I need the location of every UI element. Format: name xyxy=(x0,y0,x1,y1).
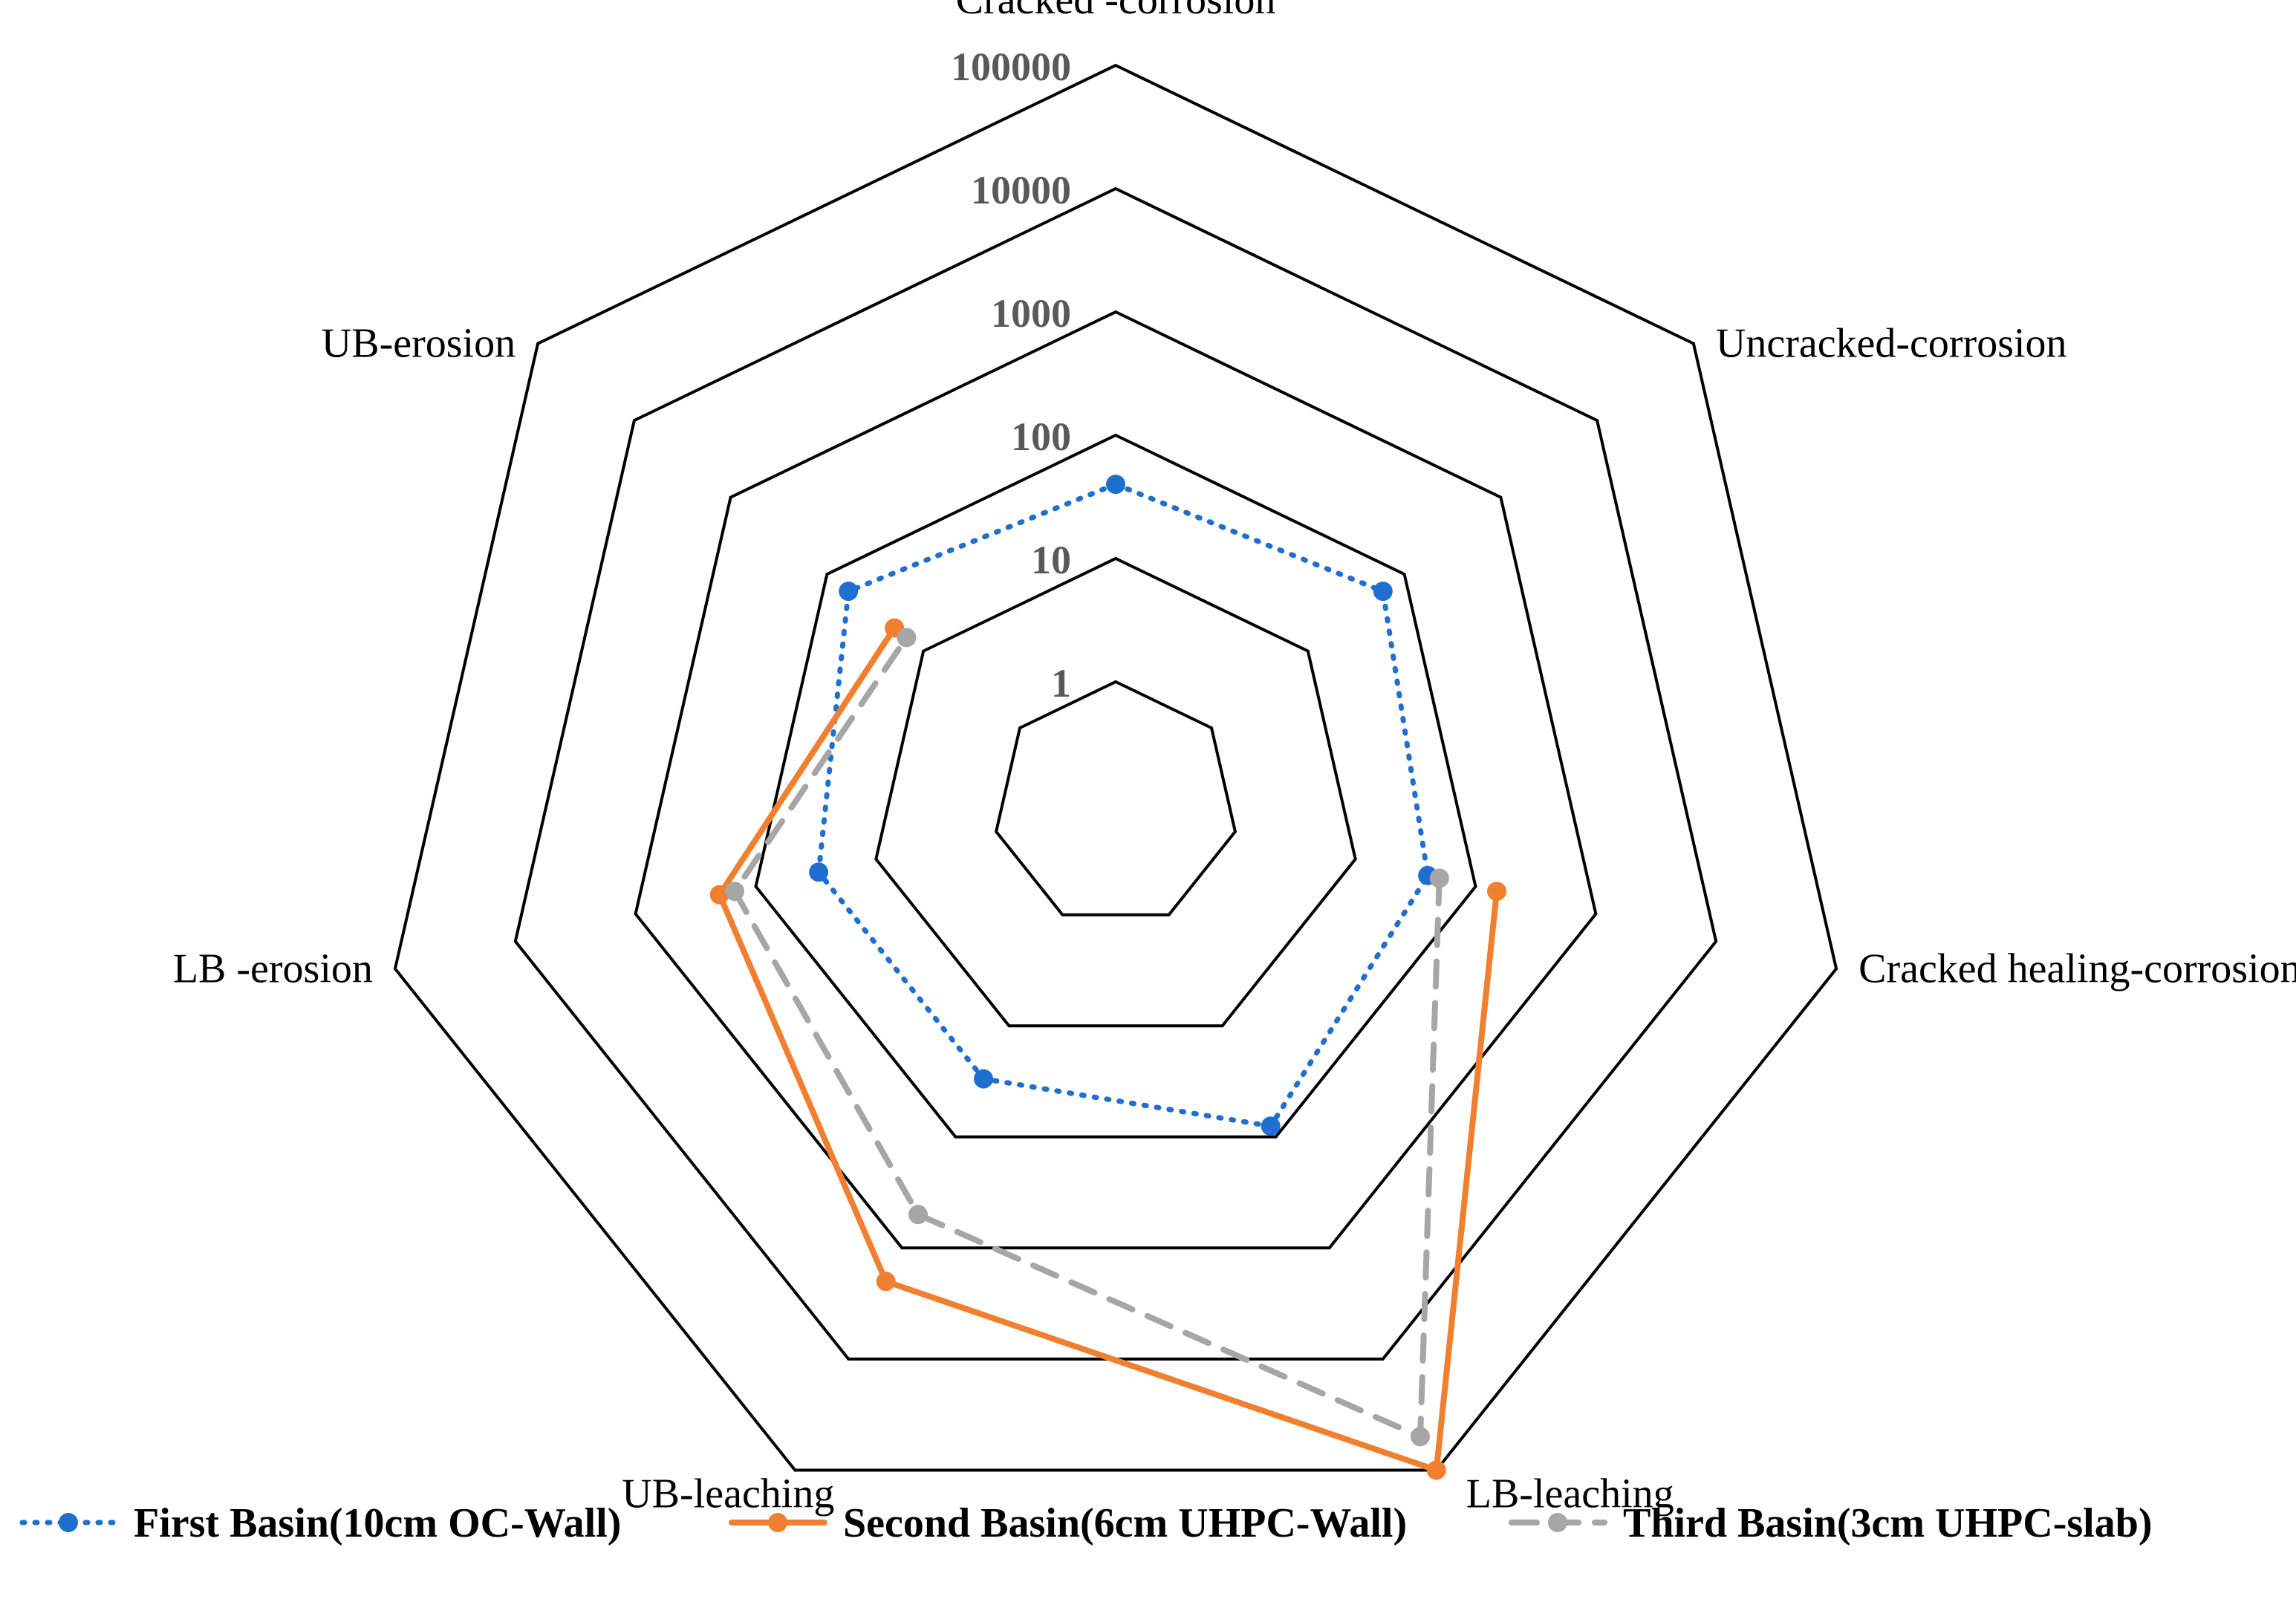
series-3-point xyxy=(908,1205,928,1225)
category-label: Uncracked-corrosion xyxy=(1716,321,2067,367)
tick-label: 100 xyxy=(1011,414,1071,459)
series-1-point xyxy=(839,582,859,602)
series-2-point xyxy=(876,1271,896,1292)
series-3-point xyxy=(725,882,744,902)
grid-ring-100 xyxy=(754,433,1477,1139)
radar-grid xyxy=(393,63,1838,1472)
series-2-point xyxy=(1487,882,1506,902)
series-3-point xyxy=(897,628,917,648)
category-label: LB-leaching xyxy=(1466,1471,1674,1517)
series-1-point xyxy=(1261,1116,1281,1136)
series-line-1 xyxy=(816,481,1431,1129)
grid-ring-1 xyxy=(994,680,1238,916)
legend-label-2: Second Basin(6cm UHPC-Wall) xyxy=(843,1500,1407,1546)
series-layer xyxy=(709,475,1506,1480)
category-labels: Cracked -corrosionUncracked-corrosionCra… xyxy=(173,0,2296,1517)
grid-ring-100000 xyxy=(393,63,1838,1472)
tick-labels: 1 10 100 1000 10000 100000 xyxy=(951,45,1071,706)
grid-ring-10 xyxy=(874,556,1357,1028)
tick-label: 100000 xyxy=(951,45,1071,89)
grid-ring-10000 xyxy=(513,186,1718,1361)
tick-label: 10 xyxy=(1031,538,1071,582)
grid-ring-1000 xyxy=(634,310,1598,1250)
legend-label-1: First Basin(10cm OC-Wall) xyxy=(134,1500,621,1546)
legend-marker-2 xyxy=(768,1513,787,1532)
series-3-point xyxy=(1411,1427,1430,1447)
category-label: UB-erosion xyxy=(322,321,516,367)
series-3-point xyxy=(1429,868,1449,888)
series-1-point xyxy=(809,862,829,882)
category-label: LB -erosion xyxy=(173,945,373,992)
legend-marker-1 xyxy=(59,1513,78,1532)
series-1-point xyxy=(1106,475,1125,495)
tick-label: 1 xyxy=(1051,661,1071,706)
series-2-point xyxy=(1426,1460,1446,1480)
category-label: Cracked -corrosion xyxy=(956,0,1276,23)
category-label: UB-leaching xyxy=(622,1471,834,1517)
legend: First Basin(10cm OC-Wall) Second Basin(6c… xyxy=(19,1500,2153,1546)
series-1-point xyxy=(974,1069,993,1089)
legend-label-3: Third Basin(3cm UHPC-slab) xyxy=(1623,1500,2153,1546)
tick-label: 10000 xyxy=(971,168,1071,212)
series-1-point xyxy=(1373,582,1393,602)
tick-label: 1000 xyxy=(991,291,1071,336)
category-label: Cracked healing-corrosion xyxy=(1858,945,2296,992)
legend-marker-3 xyxy=(1548,1513,1567,1532)
series-2-point xyxy=(709,885,729,905)
